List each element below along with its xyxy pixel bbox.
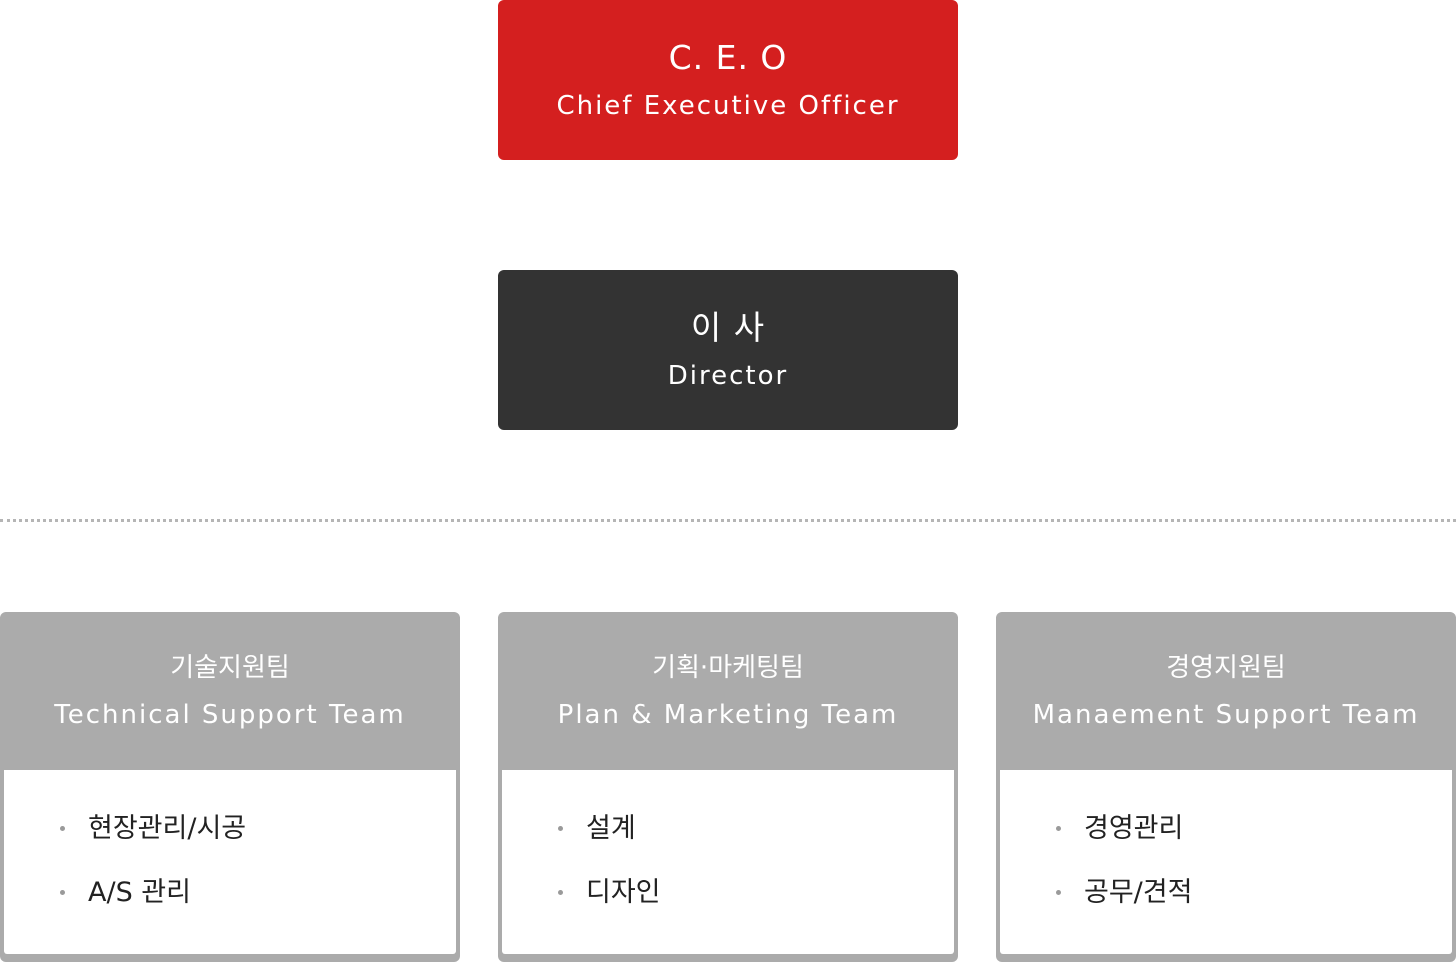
dotted-divider <box>0 519 1456 522</box>
team-name: 경영지원팀 <box>1166 653 1286 683</box>
team-english-name: Manaement Support Team <box>1032 700 1420 730</box>
duty-label: A/S 관리 <box>88 877 191 908</box>
team-management-support: 경영지원팀 Manaement Support Team 경영관리 공무/견적 <box>996 612 1456 962</box>
team-name: 기획·마케팅팀 <box>652 653 804 683</box>
duty-item: A/S 관리 <box>58 876 456 910</box>
team-duties: 설계 디자인 <box>502 770 954 954</box>
bullet-icon <box>1056 890 1061 895</box>
director-box: 이 사 Director <box>498 270 958 430</box>
duty-item: 경영관리 <box>1054 812 1452 846</box>
director-subtitle: Director <box>667 361 789 391</box>
duty-item: 현장관리/시공 <box>58 812 456 846</box>
duty-label: 공무/견적 <box>1084 877 1193 908</box>
bullet-icon <box>558 890 563 895</box>
duty-item: 설계 <box>556 812 954 846</box>
team-header: 기획·마케팅팀 Plan & Marketing Team <box>502 612 954 770</box>
bullet-icon <box>60 890 65 895</box>
ceo-title: C. E. O <box>668 38 788 77</box>
team-technical-support: 기술지원팀 Technical Support Team 현장관리/시공 A/S… <box>0 612 460 962</box>
duty-label: 설계 <box>586 813 636 844</box>
team-english-name: Technical Support Team <box>54 700 406 730</box>
duty-label: 현장관리/시공 <box>88 813 247 844</box>
duty-item: 공무/견적 <box>1054 876 1452 910</box>
team-english-name: Plan & Marketing Team <box>557 700 899 730</box>
ceo-subtitle: Chief Executive Officer <box>556 91 900 121</box>
bullet-icon <box>558 826 563 831</box>
team-name: 기술지원팀 <box>170 653 290 683</box>
team-header: 경영지원팀 Manaement Support Team <box>1000 612 1452 770</box>
bullet-icon <box>1056 826 1061 831</box>
team-header: 기술지원팀 Technical Support Team <box>4 612 456 770</box>
team-duties: 경영관리 공무/견적 <box>1000 770 1452 954</box>
team-plan-marketing: 기획·마케팅팀 Plan & Marketing Team 설계 디자인 <box>498 612 958 962</box>
duty-item: 디자인 <box>556 876 954 910</box>
duty-label: 경영관리 <box>1084 813 1184 844</box>
ceo-box: C. E. O Chief Executive Officer <box>498 0 958 160</box>
team-duties: 현장관리/시공 A/S 관리 <box>4 770 456 954</box>
bullet-icon <box>60 826 65 831</box>
duty-label: 디자인 <box>586 877 661 908</box>
director-title: 이 사 <box>690 308 766 347</box>
